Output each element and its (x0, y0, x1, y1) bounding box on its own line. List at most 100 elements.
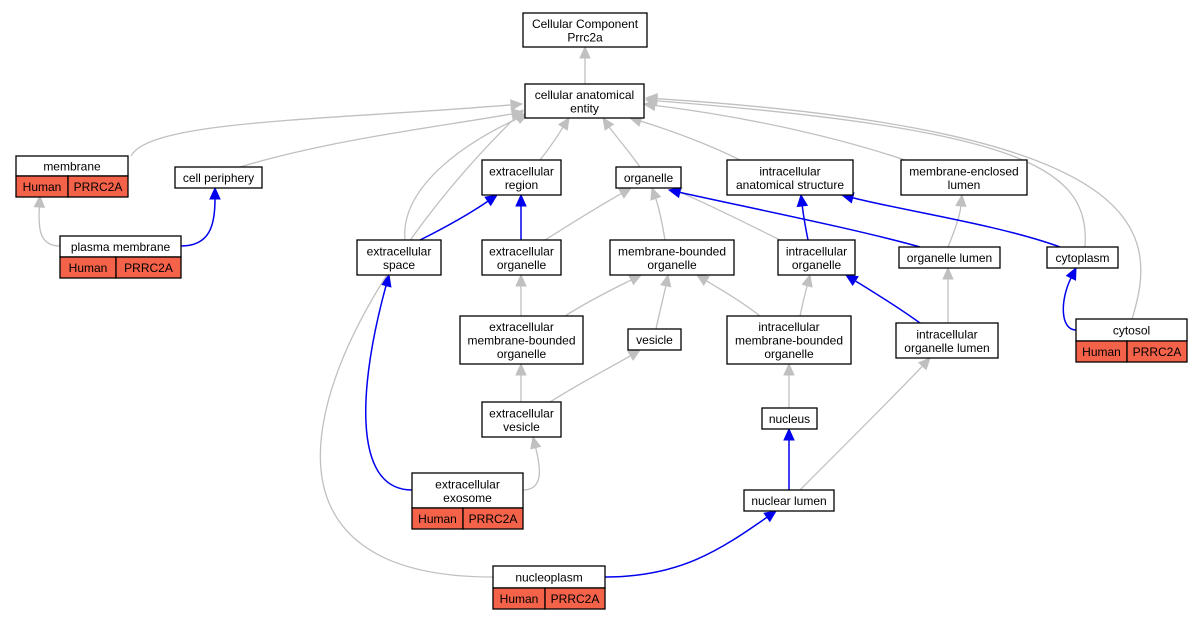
node-label: organelle lumen (904, 341, 989, 355)
edge-ias-to-cae (628, 115, 741, 161)
edge-exosome-to-exves (522, 435, 542, 491)
edge-pm-to-cellper (180, 186, 221, 247)
gene-label: PRRC2A (74, 180, 123, 194)
edge-embo-to-mbo (564, 274, 643, 317)
edge-organelle-to-cae (602, 117, 641, 168)
node-label: vesicle (636, 333, 673, 347)
node-vesicle[interactable]: vesicle (627, 328, 682, 351)
edge-line (852, 197, 1061, 248)
arrowhead (783, 362, 795, 376)
node-box (726, 159, 854, 196)
arrowhead (33, 194, 46, 208)
arrowhead (530, 435, 542, 450)
node-box (174, 166, 263, 189)
edge-exves-to-embo (515, 362, 527, 403)
node-label: cytoplasm (1055, 251, 1109, 265)
arrowhead (917, 357, 931, 371)
node-label: membrane-bounded (467, 334, 575, 348)
node-label: extracellular (489, 164, 554, 178)
node-box (609, 239, 735, 276)
edge-line (854, 280, 921, 324)
edge-line (539, 126, 564, 161)
edge-imbo-to-intraorg (799, 273, 813, 317)
node-cytoplasm[interactable]: cytoplasm (1046, 246, 1119, 269)
node-box (627, 328, 682, 351)
node-box (1046, 246, 1119, 269)
arrowhead (955, 193, 967, 208)
node-label: nucleus (769, 412, 810, 426)
edge-line (404, 117, 519, 241)
node-box (481, 239, 562, 276)
node-organelle[interactable]: organelle (615, 166, 682, 189)
arrowhead (515, 273, 527, 287)
arrowhead (380, 273, 392, 288)
arrowhead (510, 109, 524, 123)
edge-nucleoplasm-to-nuclumen (604, 510, 777, 578)
edge-line (239, 113, 513, 168)
node-box (615, 166, 682, 189)
edge-line (947, 205, 962, 248)
node-box (761, 407, 818, 430)
edge-line (799, 285, 808, 317)
arrowhead (844, 274, 859, 286)
node-label: entity (570, 101, 599, 115)
node-label: nucleoplasm (515, 571, 582, 585)
edge-line (799, 365, 923, 491)
node-nucleus[interactable]: nucleus (761, 407, 818, 430)
edge-exosome-to-exspace (365, 273, 413, 491)
node-label: organelle lumen (907, 251, 992, 265)
edge-line (679, 191, 921, 248)
edge-nuclumen-to-nucleus (783, 427, 795, 491)
arrowhead (618, 187, 633, 199)
edge-line (706, 280, 761, 317)
arrowhead (783, 427, 795, 441)
node-label: extracellular (367, 244, 432, 258)
arrowhead (484, 194, 498, 207)
node-cellper[interactable]: cell periphery (174, 166, 263, 189)
edge-iol-to-intraorg (844, 274, 921, 324)
arrowhead (557, 116, 570, 131)
node-nuclumen[interactable]: nuclear lumen (743, 489, 835, 512)
node-box (895, 322, 999, 359)
edge-line (655, 198, 666, 241)
edge-embo-to-exorg (515, 273, 527, 317)
node-label: organelle (624, 171, 674, 185)
arrowhead (579, 45, 591, 59)
arrowhead (515, 362, 527, 376)
arrowhead (1065, 266, 1077, 281)
node-orglumen[interactable]: organelle lumen (898, 246, 1001, 269)
edge-pm-to-membrane (33, 194, 61, 247)
node-box (777, 239, 856, 276)
arrowhead (627, 349, 642, 361)
node-label: extracellular (489, 320, 554, 334)
species-label: Human (69, 261, 108, 275)
node-label: cell periphery (183, 171, 254, 185)
edge-cytosol-to-cae (644, 92, 1142, 320)
node-label: anatomical structure (736, 178, 844, 192)
edge-line (801, 205, 809, 241)
gene-label: PRRC2A (469, 512, 518, 526)
edge-orglumen-to-mel (947, 193, 967, 248)
node-box (411, 472, 524, 509)
node-label: intracellular (916, 327, 977, 341)
edge-line (180, 198, 216, 247)
